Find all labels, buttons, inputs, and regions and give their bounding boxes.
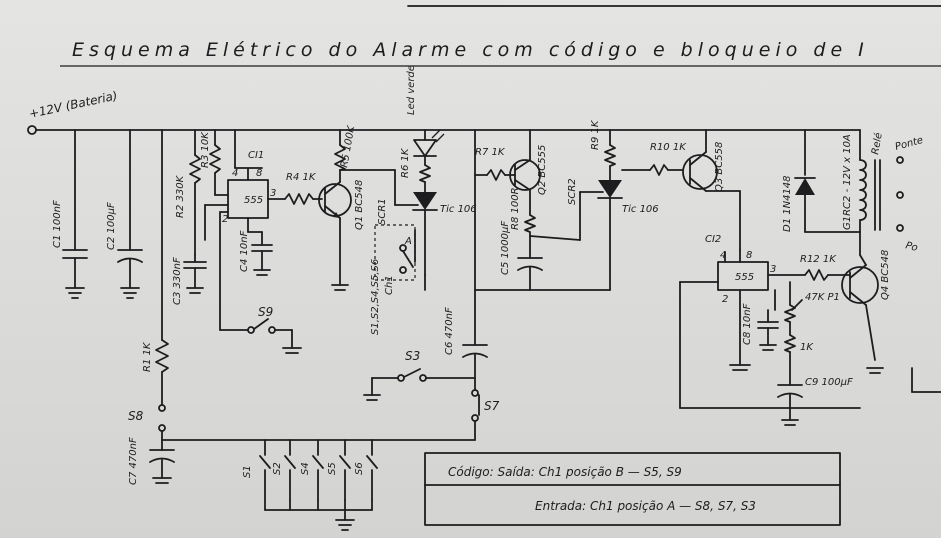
s3-label: S3 xyxy=(405,349,420,363)
ci2-pin3: 3 xyxy=(770,264,776,275)
transistor-q2 xyxy=(474,129,611,291)
relay-label: Relé xyxy=(869,132,885,156)
s1-label: S1 xyxy=(242,465,253,478)
timer-ci1 xyxy=(189,129,286,331)
d1-label: D1 1N4148 xyxy=(782,175,793,232)
capacitor-c1 xyxy=(62,129,88,299)
r8-label: R8 100R xyxy=(510,187,521,230)
r10-label: R10 1K xyxy=(650,142,687,153)
c9-label: C9 100µF xyxy=(805,377,853,388)
c7-label: C7 470nF xyxy=(128,437,139,485)
p1-label: 47K P1 xyxy=(805,292,840,303)
code-entry-text: Entrada: Ch1 posição A — S8, S7, S3 xyxy=(535,499,756,513)
c4-label: C4 10nF xyxy=(239,230,250,272)
switch-list-label: S1,S2,S4,S5,S6 xyxy=(370,259,381,335)
ci2-pin4: 4 xyxy=(720,250,726,261)
q1-label: Q1 BC548 xyxy=(354,180,365,230)
scr1-stage xyxy=(374,129,445,291)
r12-label: R12 1K xyxy=(800,254,837,265)
scr1-label: SCR1 xyxy=(377,198,388,225)
s5-label: S5 xyxy=(327,462,338,475)
q2-label: Q2 BC555 xyxy=(537,145,548,195)
switch-s9 xyxy=(247,318,302,354)
led-label: Led verde xyxy=(406,65,417,115)
c5-label: C5 1000µF xyxy=(500,221,511,275)
code-box xyxy=(424,452,841,526)
q4-label: Q4 BC548 xyxy=(880,250,891,300)
ch1-label: Ch1 xyxy=(384,275,395,295)
tic2-label: Tic 106 xyxy=(622,204,659,215)
ci1-pin2: 2 xyxy=(222,214,228,225)
relay-driver xyxy=(794,129,904,256)
ci1-pin4: 4 xyxy=(232,168,238,179)
s6-label: S6 xyxy=(354,462,365,475)
c1-label: C1 100nF xyxy=(52,200,63,248)
r9-label: R9 1K xyxy=(590,119,601,150)
switch-s3 xyxy=(363,368,476,401)
timer-ci2 xyxy=(679,249,861,426)
r1-label: R1 1K xyxy=(142,341,153,372)
r4-label: R4 1K xyxy=(286,172,317,183)
ch1-pos-a: A xyxy=(404,236,412,247)
s2-label: S2 xyxy=(272,462,283,475)
capacitor-c2 xyxy=(117,129,143,299)
transistor-q1 xyxy=(284,129,396,291)
r-1k-label: 1K xyxy=(800,342,814,353)
ci2-pin8: 8 xyxy=(746,250,752,261)
q3-label: Q3 BC558 xyxy=(714,142,725,192)
left-branch xyxy=(149,129,175,484)
ci1-pin8: 8 xyxy=(256,168,262,179)
c3-label: C3 330nF xyxy=(172,257,183,305)
diagram-title: Esquema Elétrico do Alarme com código e … xyxy=(72,39,869,61)
relay-part-label: G1RC2 - 12V x 10A xyxy=(842,134,853,230)
ci1-pin3: 3 xyxy=(270,188,276,199)
c2-label: C2 100µF xyxy=(106,202,117,250)
capacitor-c3 xyxy=(183,254,207,294)
s4-label: S4 xyxy=(300,462,311,475)
ci2-label: CI2 xyxy=(705,234,721,245)
r3-label: R3 10K xyxy=(200,131,211,168)
scr2-stage xyxy=(579,129,741,291)
ci1-label: CI1 xyxy=(248,150,264,161)
s8-label: S8 xyxy=(128,409,144,423)
ponte-label-1: Ponte xyxy=(894,135,924,153)
ci1-chip-label: 555 xyxy=(244,195,263,206)
s9-label: S9 xyxy=(258,305,273,319)
switch-bank xyxy=(259,439,378,531)
c8-label: C8 10nF xyxy=(742,303,753,345)
supply-terminal xyxy=(27,125,37,135)
ponte-label-2: Po xyxy=(904,240,919,254)
r6-label: R6 1K xyxy=(400,147,411,178)
c6-label: C6 470nF xyxy=(444,307,455,355)
tic1-label: Tic 106 xyxy=(440,204,477,215)
supply-label: +12V (Bateria) xyxy=(28,89,119,121)
code-exit-text: Código: Saída: Ch1 posição B — S5, S9 xyxy=(448,465,682,479)
scr2-label: SCR2 xyxy=(567,178,578,205)
ci2-chip-label: 555 xyxy=(735,272,754,283)
transistor-q4 xyxy=(841,254,884,374)
capacitor-c4 xyxy=(251,231,273,276)
capacitor-c6 xyxy=(462,344,488,441)
r2-label: R2 330K xyxy=(175,174,186,218)
ci2-pin2: 2 xyxy=(722,294,728,305)
s7-label: S7 xyxy=(484,399,500,413)
r7-label: R7 1K xyxy=(475,147,506,158)
